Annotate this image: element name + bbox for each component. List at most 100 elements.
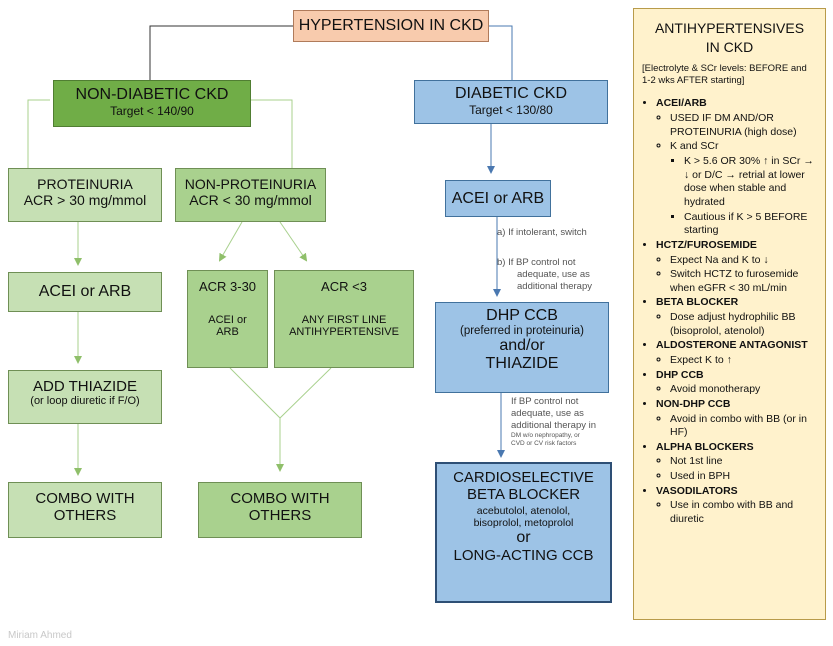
combo-left-box: COMBO WITH OTHERS [8, 482, 162, 538]
drug-subdetail: Cautious if K > 5 BEFORE starting [684, 211, 817, 238]
drug-item-alpha: ALPHA BLOCKERS Not 1st line Used in BPH [656, 441, 817, 484]
page-title: HYPERTENSION IN CKD [298, 17, 484, 34]
non-diabetic-box: NON-DIABETIC CKD Target < 140/90 [53, 80, 251, 127]
drug-label: ALPHA BLOCKERS [656, 440, 754, 453]
dhp-thiazide: THIAZIDE [485, 355, 559, 372]
acr-lt3-line1: ANY FIRST LINE [301, 314, 387, 326]
note-b-line1: b) If BP control not [497, 257, 576, 268]
non-diabetic-title: NON-DIABETIC CKD [75, 86, 229, 103]
diabetic-target: Target < 130/80 [469, 103, 553, 117]
acr-lt3-line2: ANTIHYPERTENSIVE [289, 326, 399, 338]
note-b-line3: additional therapy [517, 280, 592, 292]
drug-item-bb: BETA BLOCKER Dose adjust hydrophilic BB … [656, 296, 817, 338]
drug-detail: Avoid monotherapy [670, 383, 817, 397]
proteinuria-acr: ACR > 30 mg/mmol [23, 192, 147, 208]
beta-or: or [516, 529, 531, 546]
note-c: If BP control not adequate, use as addit… [511, 396, 596, 448]
combo-mid-box: COMBO WITH OTHERS [198, 482, 362, 538]
title-box: HYPERTENSION IN CKD [293, 10, 489, 42]
drug-item-dhp: DHP CCB Avoid monotherapy [656, 369, 817, 397]
acei-arb-right-label: ACEI or ARB [451, 190, 545, 207]
combo-left-line1: COMBO WITH [35, 490, 135, 507]
drug-detail: Use in combo with BB and diuretic [670, 499, 817, 526]
panel-title-line1: ANTIHYPERTENSIVES [654, 20, 805, 36]
drug-subdetail: K > 5.6 OR 30% ↑ in SCr → ↓ or D/C → ret… [684, 155, 817, 210]
note-b-line2: adequate, use as [517, 268, 590, 280]
drug-detail: Expect Na and K to ↓ [670, 254, 817, 268]
drug-detail: USED IF DM AND/OR PROTEINURIA (high dose… [670, 112, 817, 139]
beta-drugs1: acebutolol, atenolol, [476, 505, 571, 517]
diabetic-box: DIABETIC CKD Target < 130/80 [414, 80, 608, 124]
note-c-line5: CVD or CV risk factors [511, 439, 577, 447]
note-c-line1: If BP control not [511, 396, 579, 407]
drug-label: ALDOSTERONE ANTAGONIST [656, 339, 808, 352]
acei-arb-right-box: ACEI or ARB [445, 180, 551, 217]
drug-detail: K and SCr K > 5.6 OR 30% ↑ in SCr → ↓ or… [670, 140, 817, 237]
proteinuria-title: PROTEINURIA [37, 176, 133, 192]
acei-arb-left-box: ACEI or ARB [8, 272, 162, 312]
panel-title: ANTIHYPERTENSIVES IN CKD [642, 19, 817, 57]
note-c-line3: additional therapy in [511, 419, 597, 431]
drug-item-vaso: VASODILATORS Use in combo with BB and di… [656, 485, 817, 527]
combo-left-line2: OTHERS [53, 507, 117, 524]
note-a: a) If intolerant, switch [497, 227, 587, 239]
combo-mid-line1: COMBO WITH [230, 490, 330, 507]
drug-item-acei: ACEI/ARB USED IF DM AND/OR PROTEINURIA (… [656, 97, 817, 237]
drug-detail: Expect K to ↑ [670, 354, 817, 368]
drug-label: ACEI/ARB [656, 97, 707, 110]
acr-3-30-title: ACR 3-30 [198, 279, 257, 294]
drug-label: HCTZ/FUROSEMIDE [656, 238, 757, 251]
non-proteinuria-box: NON-PROTEINURIA ACR < 30 mg/mmol [175, 168, 326, 222]
drug-detail: Used in BPH [670, 470, 817, 484]
panel-note: [Electrolyte & SCr levels: BEFORE and 1-… [642, 62, 807, 87]
drug-label: DHP CCB [656, 368, 704, 381]
beta-drugs2: bisoprolol, metoprolol [473, 517, 574, 529]
diabetic-title: DIABETIC CKD [454, 85, 567, 102]
note-b: b) If BP control not adequate, use as ad… [497, 257, 592, 293]
drug-item-aldo: ALDOSTERONE ANTAGONIST Expect K to ↑ [656, 339, 817, 367]
dhp-and-or: and/or [499, 337, 545, 354]
non-proteinuria-title: NON-PROTEINURIA [184, 176, 317, 192]
add-thiazide-title: ADD THIAZIDE [33, 378, 137, 395]
beta-long: LONG-ACTING CCB [453, 547, 594, 564]
author-watermark: Miriam Ahmed [8, 630, 72, 641]
nondiabetic-to-proteinuria-line [27, 99, 50, 168]
dhp-sub: (preferred in proteinuria) [459, 325, 584, 337]
drug-detail: Dose adjust hydrophilic BB (bisoprolol, … [670, 311, 817, 338]
drug-detail: Not 1st line [670, 455, 817, 469]
beta-line1: CARDIOSELECTIVE [453, 469, 594, 486]
add-thiazide-sub: (or loop diuretic if F/O) [30, 395, 140, 407]
dhp-title: DHP CCB [486, 307, 558, 324]
acr-lt3-box: ACR <3 ANY FIRST LINE ANTIHYPERTENSIVE [274, 270, 414, 368]
title-to-diabetic-line [489, 25, 513, 80]
drug-detail-text: K and SCr [670, 140, 719, 153]
nondiabetic-to-nonproteinuria-line [251, 99, 293, 168]
note-c-line4: DM w/o nephropathy, or [511, 431, 580, 439]
drug-label: VASODILATORS [656, 484, 738, 497]
drug-list: ACEI/ARB USED IF DM AND/OR PROTEINURIA (… [642, 97, 817, 526]
combo-mid-line2: OTHERS [248, 507, 312, 524]
drug-label: NON-DHP CCB [656, 397, 731, 410]
beta-line2: BETA BLOCKER [466, 486, 581, 503]
panel-title-line2: IN CKD [705, 38, 754, 55]
drug-label: BETA BLOCKER [656, 296, 739, 309]
acei-arb-left-label: ACEI or ARB [38, 283, 132, 300]
title-to-nondiabetic-line [149, 25, 293, 80]
add-thiazide-box: ADD THIAZIDE (or loop diuretic if F/O) [8, 370, 162, 424]
drug-item-ndhp: NON-DHP CCB Avoid in combo with BB (or i… [656, 398, 817, 440]
nonproteinuria-to-acrlt3-arrow [279, 221, 308, 262]
drug-detail: Avoid in combo with BB (or in HF) [670, 413, 817, 440]
acr-3-30-box: ACR 3-30 ACEI or ARB [187, 270, 268, 368]
proteinuria-box: PROTEINURIA ACR > 30 mg/mmol [8, 168, 162, 222]
nonproteinuria-to-acr330-arrow [218, 221, 243, 262]
acr-3-30-line1: ACEI or [208, 314, 247, 326]
drug-detail: Switch HCTZ to furosemide when eGFR < 30… [670, 268, 817, 295]
beta-blocker-box: CARDIOSELECTIVE BETA BLOCKER acebutolol,… [435, 462, 612, 603]
note-c-line2: adequate, use as [511, 407, 584, 419]
note-a-text: a) If intolerant, switch [497, 227, 587, 238]
non-proteinuria-acr: ACR < 30 mg/mmol [189, 192, 312, 208]
acr-lt3-title: ACR <3 [321, 279, 367, 294]
antihypertensives-panel: ANTIHYPERTENSIVES IN CKD [Electrolyte & … [633, 8, 826, 620]
non-diabetic-target: Target < 140/90 [110, 104, 194, 118]
